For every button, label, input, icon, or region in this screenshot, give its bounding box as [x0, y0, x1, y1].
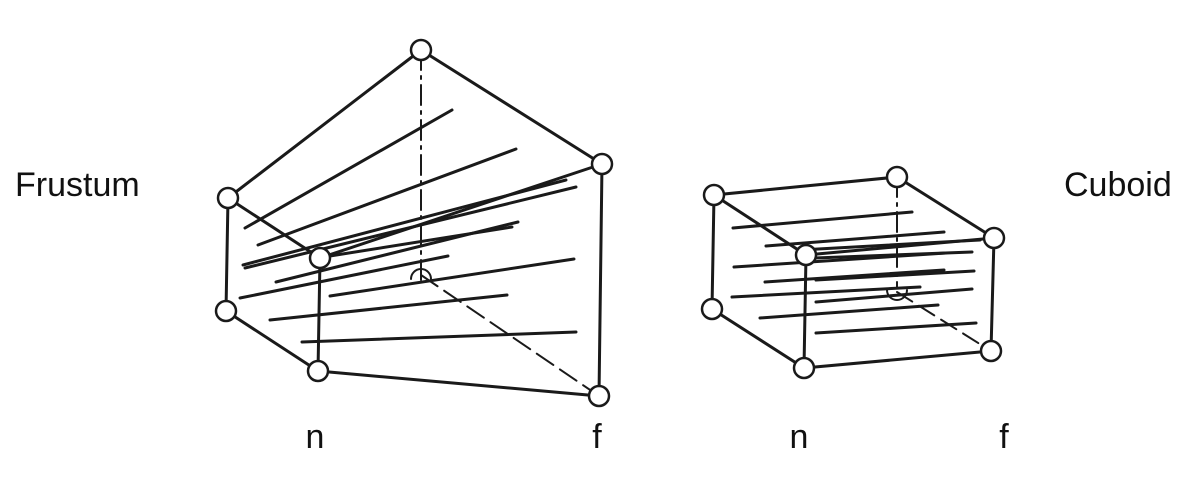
frustum-depth-line	[328, 225, 514, 258]
frustum-far-top-edge	[419, 48, 604, 166]
frustum-bottom-edge	[316, 369, 601, 398]
cuboid-depth-line	[764, 230, 946, 248]
circle-vertex-icon	[216, 186, 240, 210]
cuboid-top-edge	[712, 175, 899, 197]
circle-vertex-icon	[982, 226, 1006, 250]
circle-vertex-icon	[794, 243, 818, 267]
cuboid-depth-line	[798, 238, 982, 252]
circle-vertex-icon	[792, 356, 816, 380]
frustum-depth-line	[241, 178, 568, 267]
cuboid-near-right-edge	[802, 253, 808, 370]
frustum-depth-line	[256, 147, 518, 247]
cuboid-depth-line	[758, 303, 940, 320]
frustum-far-label: f	[592, 418, 602, 456]
circle-vertex-icon	[409, 38, 433, 62]
cuboid-far-label: f	[999, 418, 1009, 456]
cuboid-depth-line	[763, 268, 946, 284]
cuboid-depth-line	[730, 285, 922, 299]
cuboid-shape	[700, 165, 1006, 380]
circle-vertex-icon	[308, 246, 332, 270]
cuboid-near-label: n	[790, 418, 809, 456]
frustum-depth-line	[243, 185, 578, 270]
circle-vertex-icon	[979, 339, 1003, 363]
frustum-depth-line	[268, 293, 509, 322]
cuboid-depth-line	[814, 321, 978, 335]
circle-vertex-icon	[702, 183, 726, 207]
circle-vertex-icon	[885, 165, 909, 189]
frustum-top-left-edge	[226, 48, 423, 200]
frustum-hidden-bottom-edge	[420, 274, 600, 397]
circle-vertex-icon	[700, 297, 724, 321]
frustum-label: Frustum	[15, 166, 140, 204]
frustum-near-bottom-edge	[224, 309, 320, 373]
circle-vertex-icon	[587, 384, 611, 408]
frustum-near-label: n	[306, 418, 325, 456]
frustum-near-left-edge	[224, 196, 230, 313]
frustum-vertices	[214, 38, 614, 408]
cuboid-near-bottom-edge	[710, 307, 806, 370]
cuboid-hidden-bottom-edge	[896, 291, 992, 352]
frustum-depth-line	[238, 254, 450, 300]
cuboid-depth-line	[814, 287, 974, 304]
frustum-depth-line	[328, 257, 576, 298]
cuboid-far-right-edge	[989, 236, 996, 353]
cuboid-bottom-edge	[802, 349, 993, 370]
frustum-shape	[214, 38, 614, 408]
frustum-depth-line	[243, 108, 454, 230]
cuboid-depth-line	[731, 210, 914, 230]
frustum-far-right-edge	[597, 162, 604, 398]
circle-vertex-icon	[214, 299, 238, 323]
cuboid-depth-lines	[730, 210, 982, 335]
cuboid-vertices	[700, 165, 1006, 380]
cuboid-depth-line	[814, 269, 976, 282]
frustum-top-right-edge	[318, 162, 604, 260]
cuboid-far-top-edge	[895, 175, 996, 240]
circle-vertex-icon	[590, 152, 614, 176]
cuboid-label: Cuboid	[1064, 166, 1172, 204]
circle-vertex-icon	[306, 359, 330, 383]
frustum-depth-lines	[238, 108, 578, 344]
cuboid-depth-line	[732, 251, 948, 269]
cuboid-near-left-edge	[710, 193, 716, 311]
frustum-depth-line	[300, 330, 578, 344]
